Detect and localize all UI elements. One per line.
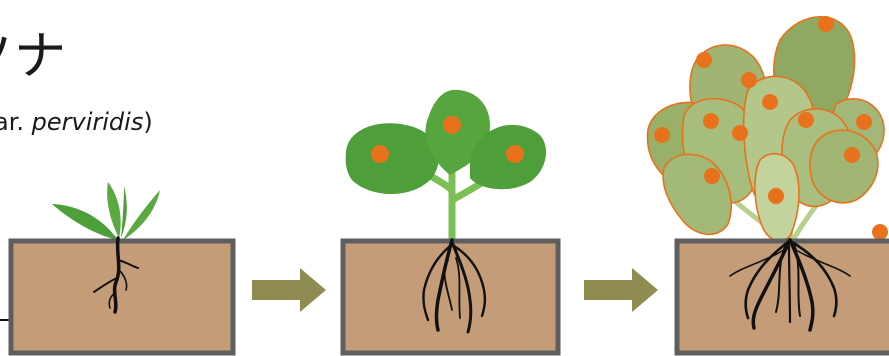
mature-leaf-8 [810, 130, 878, 203]
mature-spot-6 [703, 113, 719, 129]
seedling-leaf-3 [121, 186, 127, 238]
mature-spot-7 [732, 125, 748, 141]
pot-2 [343, 241, 558, 353]
young-spot-1 [371, 145, 389, 163]
mature-spot-11 [704, 168, 720, 184]
stage-mature-plant [648, 16, 889, 353]
arrow-1 [252, 268, 326, 312]
seedling-leaf-4 [123, 190, 160, 240]
seedling-leaves [52, 182, 160, 240]
mature-spot-1 [696, 52, 712, 68]
mature-spot-13 [872, 224, 888, 240]
stage-young-plant [343, 90, 558, 353]
arrow-2 [584, 268, 658, 312]
mature-spot-4 [762, 94, 778, 110]
mature-spot-12 [768, 188, 784, 204]
pot-1 [11, 241, 233, 353]
mature-spot-8 [798, 112, 814, 128]
young-leaf-left [346, 123, 439, 194]
young-spot-3 [506, 145, 524, 163]
mature-leaves [648, 17, 884, 241]
mature-spot-9 [856, 114, 872, 130]
mature-spot-3 [741, 72, 757, 88]
stage-seedling [11, 182, 233, 353]
seedling-leaf-1 [52, 204, 118, 240]
young-spot-2 [443, 116, 461, 134]
mature-spot-10 [844, 147, 860, 163]
mature-spot-2 [818, 16, 834, 32]
mature-spot-5 [654, 127, 670, 143]
